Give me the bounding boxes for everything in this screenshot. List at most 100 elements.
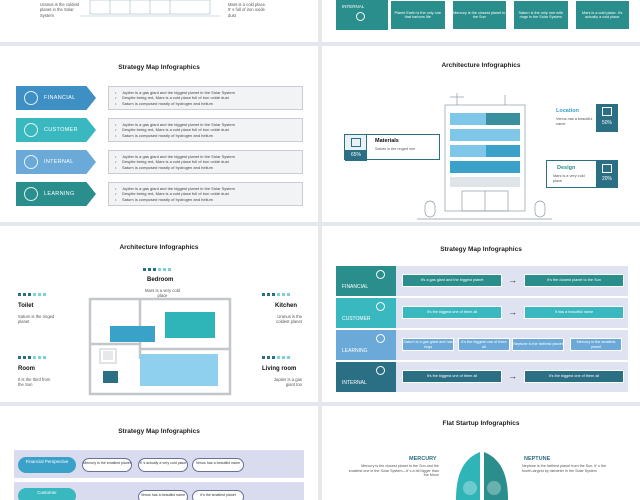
bullet-box: Jupiter is a gas giant and the biggest p…	[108, 150, 303, 174]
slide-architecture-1: Architecture Infographics 65% Materials …	[322, 46, 640, 222]
bedroom-desc: Mars is a very cold place	[145, 288, 180, 299]
bullet-item: Despite being red, Mars is a cold place …	[115, 127, 296, 133]
toilet-desc: Saturn is the ringed planet	[18, 314, 55, 325]
category-label: LEARNING	[342, 348, 368, 354]
category-tag: CUSTOMER	[336, 298, 396, 328]
house-icon	[602, 107, 612, 116]
location-pct: 50%	[601, 120, 612, 126]
category-label: CUSTOMER	[44, 127, 78, 133]
arrow-right-icon: →	[508, 275, 517, 285]
design-title: Design	[557, 165, 576, 171]
info-cell: It's the biggest one of them all	[524, 370, 624, 383]
internal-tag: INTERNAL	[336, 0, 388, 30]
clock-icon	[356, 12, 365, 21]
building-illustration	[417, 93, 552, 220]
floor-plan	[88, 297, 232, 396]
slide-top-right: INTERNAL Planet Earth is the only one th…	[322, 0, 640, 42]
slide-title: Flat Startup Infographics	[442, 420, 520, 427]
slide-top-left: Uranus is the coldest planet in the Sola…	[0, 0, 318, 42]
slide-flat-startup: Flat Startup Infographics MERCURY Mercur…	[322, 406, 640, 500]
bedroom-title: Bedroom	[147, 277, 174, 283]
category-label: LEARNING	[44, 191, 75, 197]
info-cell: Mercury is the smallest planet	[570, 338, 622, 351]
info-cell: Neptune is the farthest planet	[512, 338, 564, 351]
row-label: Customer	[18, 488, 76, 500]
room-desc: It is the third from the Sun	[18, 377, 51, 388]
category-label: FINANCIAL	[44, 95, 76, 101]
row-label: Financial Perspective	[18, 457, 76, 473]
tag-label: INTERNAL	[342, 4, 365, 9]
neptune-title: NEPTUNE	[524, 456, 551, 462]
info-cell: It's the biggest one of them all	[458, 338, 510, 351]
category-tag: INTERNAL	[16, 150, 96, 174]
design-pct: 20%	[601, 176, 612, 182]
kitchen-desc: Uranus is the coldest planet	[276, 314, 302, 325]
bullet-item: Jupiter is a gas giant and the biggest p…	[115, 186, 296, 192]
category-label: FINANCIAL	[342, 284, 369, 290]
category-tag: LEARNING	[16, 182, 96, 206]
category-tag: LEARNING	[336, 330, 396, 360]
slide-architecture-2: Architecture Infographics Bedroom Mars i…	[0, 226, 318, 402]
bullet-item: Despite being red, Mars is a cold place …	[115, 191, 296, 197]
info-cell: Planet Earth is the only one that harbor…	[390, 0, 446, 30]
bullet-item: Saturn is composed mostly of hydrogen an…	[115, 197, 296, 203]
room-title: Room	[18, 366, 35, 372]
chart-icon	[24, 187, 38, 201]
text-block: Uranus is the coldest planet in the Sola…	[40, 2, 80, 18]
bullet-item: Saturn is composed mostly of hydrogen an…	[115, 165, 296, 171]
mercury-title: MERCURY	[409, 456, 437, 462]
slide-title: Strategy Map Infographics	[118, 64, 200, 71]
dots	[262, 356, 290, 359]
house-icon	[602, 164, 612, 173]
bullet-item: Saturn is composed mostly of hydrogen an…	[115, 133, 296, 139]
bullet-item: Saturn is composed mostly of hydrogen an…	[115, 101, 296, 107]
category-label: CUSTOMER	[342, 316, 371, 322]
building-sketch	[80, 0, 220, 17]
toilet-title: Toilet	[18, 303, 34, 309]
pill: It's the smallest planet	[192, 490, 244, 500]
rocket-illustration	[456, 452, 508, 500]
design-card: Design Mars is a very cold place 20%	[546, 160, 618, 188]
bullet-item: Jupiter is a gas giant and the biggest p…	[115, 122, 296, 128]
location-desc: Venus has a beautiful name	[556, 117, 593, 126]
slide-strategy-map-3: Strategy Map Infographics Financial Pers…	[0, 406, 318, 500]
slide-title: Strategy Map Infographics	[440, 246, 522, 253]
pill: Mercury is the smallest planet	[82, 458, 132, 472]
materials-pct: 65%	[345, 150, 367, 161]
slide-strategy-map-1: Strategy Map Infographics FINANCIAL Jupit…	[0, 46, 318, 222]
info-cell: It's a gas giant and the biggest planet	[402, 274, 502, 287]
category-tag: FINANCIAL	[336, 266, 396, 296]
target-icon	[376, 366, 385, 375]
slide-strategy-map-2: Strategy Map Infographics FINANCIAL It's …	[322, 226, 640, 402]
pill: Venus has a beautiful name	[192, 458, 244, 472]
arrow-right-icon: →	[508, 307, 517, 317]
bullet-item: Despite being red, Mars is a cold place …	[115, 95, 296, 101]
dots	[262, 293, 290, 296]
info-cell: It's the closest planet to the Sun	[524, 274, 624, 287]
mercury-desc: Mercury is the closest planet to the Sun…	[348, 464, 439, 478]
house-icon	[351, 138, 361, 147]
info-cell: Saturn is the only one with rings in the…	[513, 0, 569, 30]
bullet-item: Jupiter is a gas giant and the biggest p…	[115, 90, 296, 96]
bullet-item: Despite being red, Mars is a cold place …	[115, 159, 296, 165]
category-tag: INTERNAL	[336, 362, 396, 392]
info-cell: Mars is a cold place. It's actually a co…	[574, 0, 630, 30]
living-room-title: Living room	[262, 366, 297, 372]
slide-title: Architecture Infographics	[441, 62, 521, 69]
info-cell: It's the biggest one of them all	[402, 370, 502, 383]
dots	[143, 268, 171, 271]
living-room-desc: Jupiter is a gas giant too	[273, 377, 302, 388]
slide-title: Strategy Map Infographics	[118, 428, 200, 435]
kitchen-title: Kitchen	[275, 303, 298, 309]
info-cell: Saturn is a gas giant and has rings	[402, 338, 454, 351]
materials-desc: Saturn is the ringed one	[375, 147, 416, 151]
category-tag: CUSTOMER	[16, 118, 96, 142]
bullet-box: Jupiter is a gas giant and the biggest p…	[108, 182, 303, 206]
bullet-item: Jupiter is a gas giant and the biggest p…	[115, 154, 296, 160]
location-title: Location	[556, 108, 579, 114]
info-cell: Mercury is the closest planet to the Sun	[451, 0, 507, 30]
person-icon	[24, 123, 38, 137]
slide-title: Architecture Infographics	[119, 244, 199, 251]
info-cell: It has a beautiful name	[524, 306, 624, 319]
dots	[18, 293, 46, 296]
